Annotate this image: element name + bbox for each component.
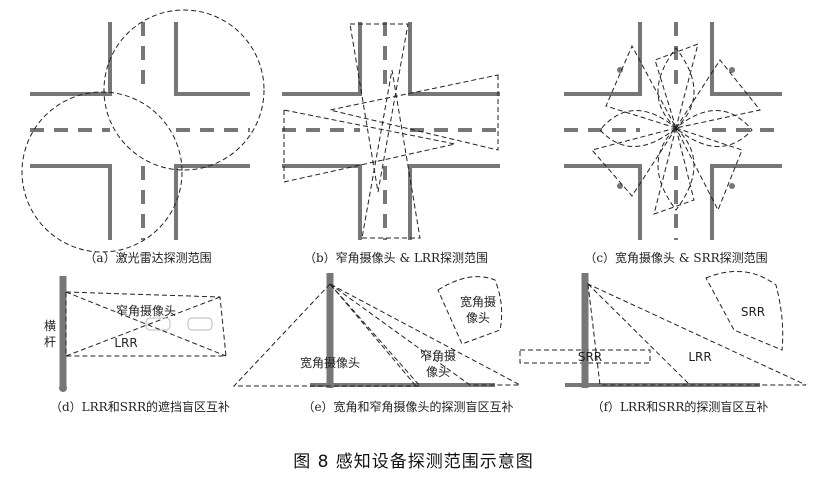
lrr-inner-edge <box>587 283 691 386</box>
crossbar-label-1: 横 <box>44 319 56 333</box>
intersection-c-roads <box>564 22 782 240</box>
wide-cam-label-2a: 宽角摄 <box>460 294 496 309</box>
narrow-cam-range-north <box>349 23 409 193</box>
wide-cam-label-2b: 像头 <box>466 311 490 325</box>
panel-d-caption: （d）LRR和SRR的遮挡盲区互补 <box>50 399 230 414</box>
lrr-range-east <box>329 74 499 151</box>
wide-cam-sector-remote <box>437 276 503 345</box>
srr-sector-remote <box>705 270 784 351</box>
panel-c-caption: （c）宽角摄像头 & SRR探测范围 <box>584 250 767 265</box>
panel-f-caption: （f）LRR和SRR的探测盲区互补 <box>592 399 769 414</box>
srr-range-north-west <box>605 44 678 129</box>
wide-cam-range-west <box>591 127 678 197</box>
crossbar-label-2: 杆 <box>44 335 56 349</box>
camera-diagonal-1 <box>65 291 227 357</box>
narrow-cam-coverage <box>329 283 521 386</box>
clover-coverage-outline <box>599 47 753 211</box>
vehicle-icons <box>145 317 213 331</box>
panel-a: （a）激光雷达探测范围 <box>21 9 265 265</box>
camera-range-box <box>65 291 227 357</box>
lrr-range-west <box>283 109 456 183</box>
camera-diagonal-2 <box>65 296 221 357</box>
panel-a-caption: （a）激光雷达探测范围 <box>84 251 211 265</box>
panel-e-caption: （e）宽角和窄角摄像头的探测盲区互补 <box>302 399 513 414</box>
narrow-camera-label: 窄角摄像头 <box>116 303 176 318</box>
wide-cam-coverage <box>232 283 422 387</box>
narrow-cam-range-south <box>361 69 421 239</box>
panel-c: （c）宽角摄像头 & SRR探测范围 <box>564 22 782 265</box>
panel-e: 宽角摄像头 窄角摄 像头 宽角摄 像头 （e）宽角和窄角摄像头的探测盲区互补 <box>232 273 651 414</box>
wide-cam-range-north <box>654 43 699 130</box>
srr-range-south <box>653 127 695 215</box>
lidar-range-circle-2 <box>21 91 183 253</box>
figure-title: 图 8 感知设备探测范围示意图 <box>293 452 534 472</box>
lrr-label-f: LRR <box>688 350 711 364</box>
panel-b-caption: （b）窄角摄像头 & LRR探测范围 <box>304 250 488 265</box>
panel-f: SRR SRR LRR （f）LRR和SRR的探测盲区互补 <box>565 270 807 414</box>
corner-sensor-dots <box>617 67 735 189</box>
narrow-cam-inner-edge <box>329 283 417 387</box>
intersection-a-roads <box>30 22 250 240</box>
wide-cam-range-south-east <box>674 127 743 212</box>
lidar-range-circle-1 <box>103 9 265 171</box>
panel-d: 横 杆 窄角摄像头 LRR （d）LRR和SRR的遮挡盲区互补 <box>44 276 230 414</box>
srr-range-east <box>674 59 761 129</box>
srr-label-f: SRR <box>741 305 765 319</box>
intersection-b-roads <box>282 22 500 240</box>
wide-cam-label: 宽角摄像头 <box>300 355 360 370</box>
lrr-label-d: LRR <box>114 336 137 350</box>
lrr-coverage <box>587 283 807 386</box>
panel-b: （b）窄角摄像头 & LRR探测范围 <box>282 22 500 265</box>
pole-base <box>59 384 67 392</box>
srr-label-f-box: SRR <box>578 350 602 364</box>
narrow-cam-label-2: 像头 <box>426 365 450 379</box>
narrow-cam-label-1: 窄角摄 <box>420 348 456 363</box>
